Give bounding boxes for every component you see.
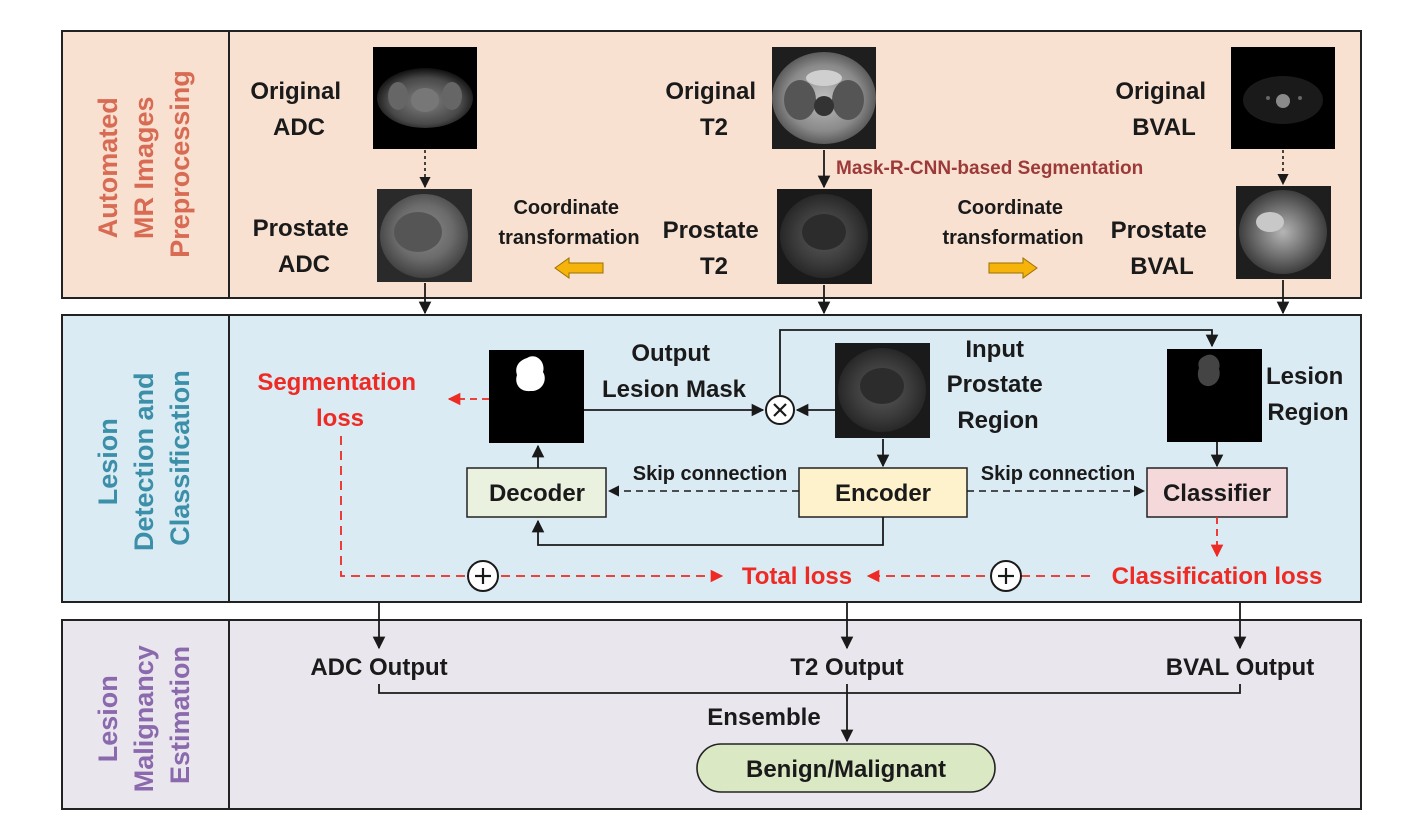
label-segmentation-method: Mask-R-CNN-based Segmentation: [836, 158, 1143, 179]
label-skip-right: Skip connection: [981, 463, 1135, 485]
original-bval-image: [1231, 47, 1335, 149]
label-input-prostate-region: Input Prostate Region: [947, 336, 1050, 434]
label-segmentation-loss: Segmentation loss: [257, 369, 422, 432]
classifier-box: [1146, 467, 1288, 518]
label-classification-loss: Classification loss: [1112, 563, 1323, 590]
prostate-t2-image: [777, 189, 872, 284]
label-t2-output: T2 Output: [790, 654, 903, 681]
arrow-left-icon: [554, 257, 604, 279]
classifier-label: Classifier: [1163, 480, 1271, 507]
multiply-icon: [765, 395, 795, 425]
label-lesion-region: Lesion Region: [1266, 363, 1350, 426]
original-adc-image: [373, 47, 477, 149]
label-original-bval: Original BVAL: [1115, 78, 1212, 141]
label-bval-output: BVAL Output: [1166, 654, 1314, 681]
plus-icon: [467, 560, 499, 592]
label-result: Benign/Malignant: [746, 756, 946, 783]
label-original-adc: Original ADC: [250, 78, 347, 141]
label-original-t2: Original T2: [665, 78, 762, 141]
label-skip-left: Skip connection: [633, 463, 787, 485]
label-ensemble: Ensemble: [707, 704, 820, 731]
preprocessing-title: Automated MR Images Preprocessing: [93, 70, 195, 258]
label-adc-output: ADC Output: [310, 654, 447, 681]
original-t2-image: [772, 47, 876, 149]
label-total-loss: Total loss: [742, 563, 852, 590]
prostate-bval-image: [1236, 186, 1331, 279]
result-box: [696, 743, 996, 793]
label-prostate-adc: Prostate ADC: [253, 215, 356, 278]
detection-panel: [61, 314, 1362, 603]
plus-icon: [990, 560, 1022, 592]
label-prostate-t2: Prostate T2: [663, 217, 766, 280]
label-prostate-bval: Prostate BVAL: [1111, 217, 1214, 280]
label-coordinate-left: Coordinate transformation: [498, 197, 639, 249]
decoder-label: Decoder: [489, 480, 585, 507]
prostate-adc-image: [377, 189, 472, 282]
input-prostate-region-image: [835, 343, 930, 438]
output-lesion-mask-image: [489, 350, 584, 443]
decoder-box: [466, 467, 607, 518]
encoder-box: [798, 467, 968, 518]
malignancy-title: Lesion Malignancy Estimation: [93, 638, 195, 793]
label-coordinate-right: Coordinate transformation: [942, 197, 1083, 249]
arrow-right-icon: [988, 257, 1038, 279]
preprocessing-panel: [61, 30, 1362, 299]
label-output-lesion-mask: Output Lesion Mask: [602, 340, 747, 403]
lesion-region-image: [1167, 349, 1262, 442]
encoder-label: Encoder: [835, 480, 931, 507]
detection-title: Lesion Detection and Classification: [93, 365, 195, 551]
